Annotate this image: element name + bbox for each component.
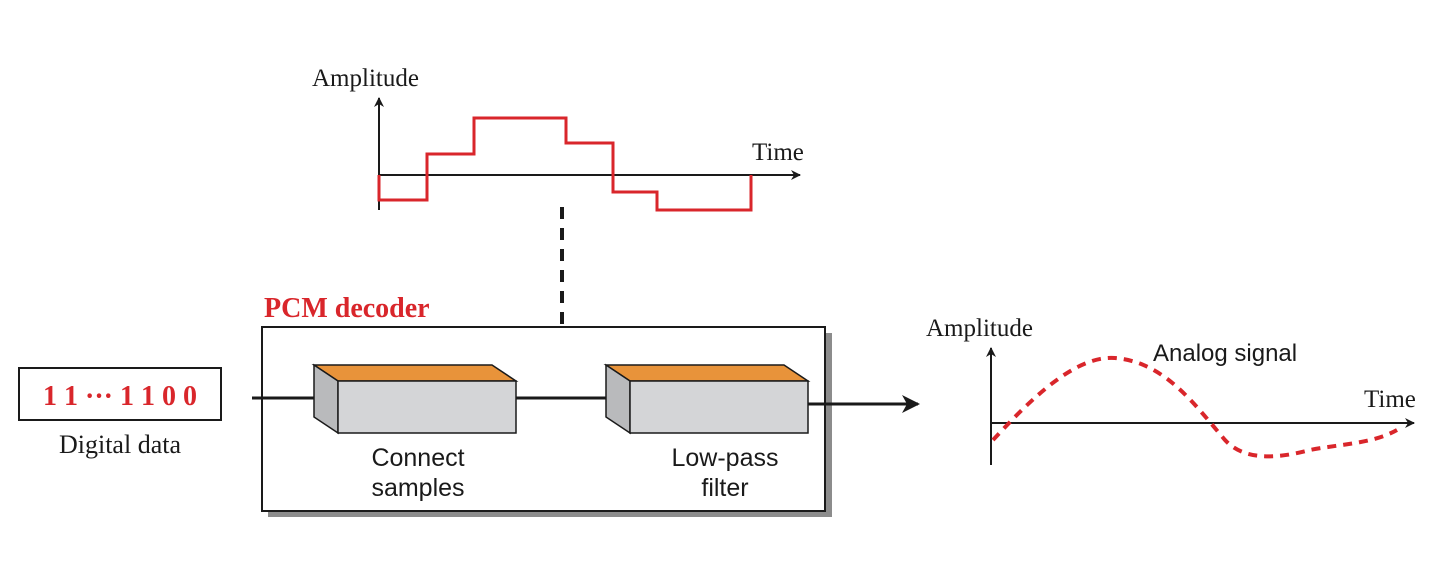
top-graph-x-label: Time	[752, 139, 804, 166]
analog-signal-label: Analog signal	[1153, 340, 1297, 367]
low-pass-filter-block: Low-pass filter	[603, 363, 811, 502]
block1-face	[337, 380, 517, 434]
digital-data-input: 1 1 ··· 1 1 0 0 Digital data	[18, 367, 222, 459]
decoder-title: PCM decoder	[264, 293, 430, 324]
block2-top	[603, 364, 811, 382]
top-graph: Amplitude Time	[312, 65, 804, 212]
block2-label-line2: filter	[701, 474, 748, 502]
block1-label-line1: Connect	[371, 444, 464, 472]
digital-data-box	[18, 367, 222, 421]
block1-label-line2: samples	[371, 474, 464, 502]
digital-data-label: Digital data	[59, 430, 181, 459]
staircase-signal	[377, 116, 753, 212]
analog-signal-curve	[991, 355, 1398, 459]
block2-label-line1: Low-pass	[672, 444, 779, 472]
connect-samples-block: Connect samples	[311, 363, 519, 502]
output-graph-x-label: Time	[1364, 386, 1416, 413]
output-graph: Amplitude Time Analog signal	[926, 315, 1416, 465]
digital-bits: 1 1 ··· 1 1 0 0	[43, 381, 197, 412]
block2-face	[629, 380, 809, 434]
block1-top	[311, 364, 519, 382]
output-graph-y-label: Amplitude	[926, 315, 1033, 342]
top-graph-y-label: Amplitude	[312, 65, 419, 92]
